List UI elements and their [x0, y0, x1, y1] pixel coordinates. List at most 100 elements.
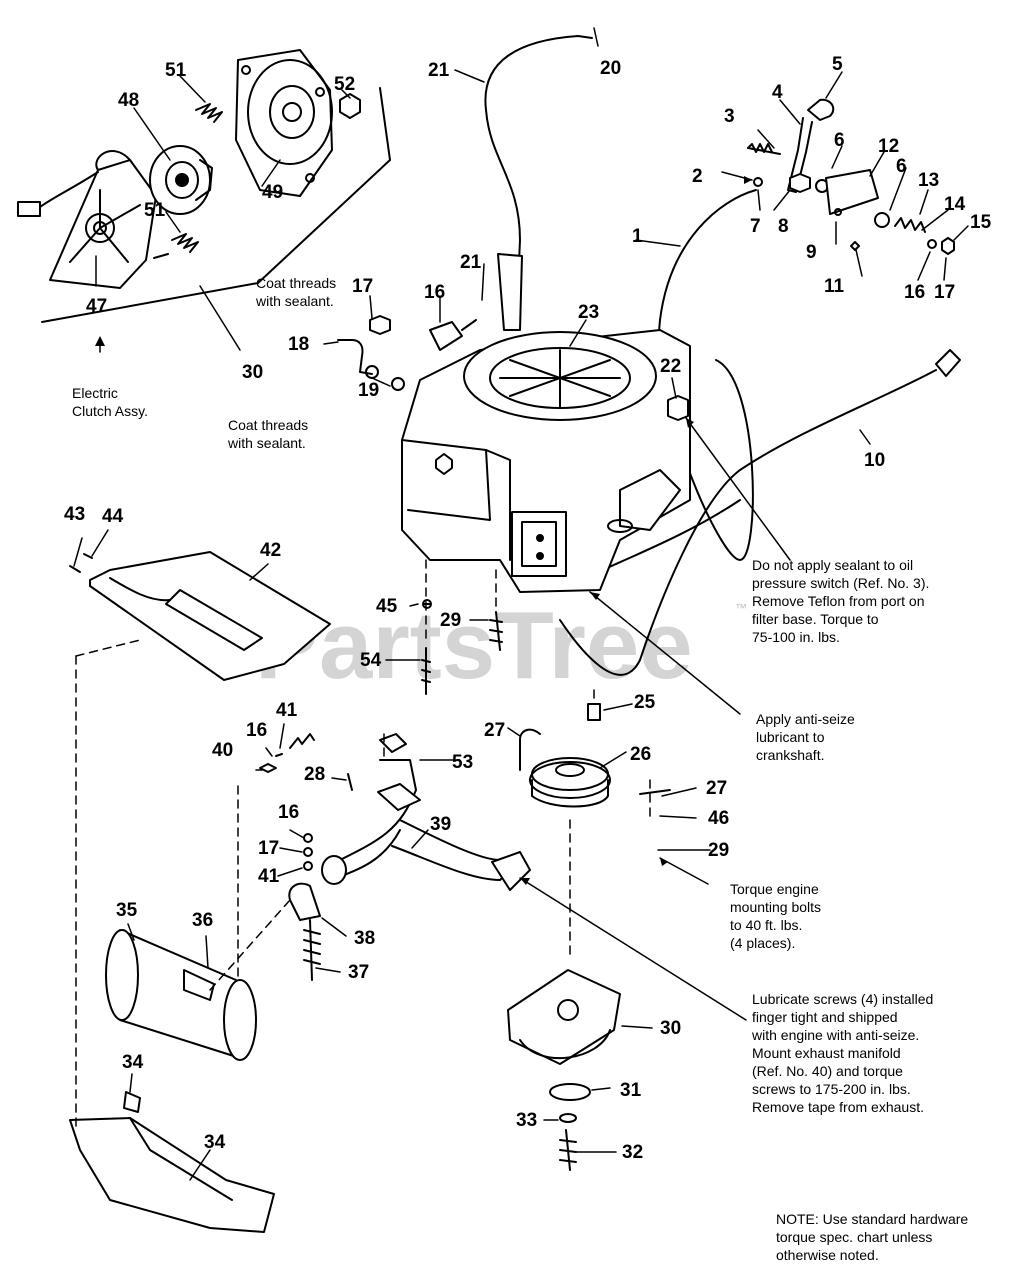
callout-27b: 27 [706, 778, 727, 799]
callout-42: 41 [276, 700, 298, 721]
cables-drawing [484, 35, 961, 676]
callout-39: 38 [354, 928, 375, 949]
callout-11: 11 [824, 276, 845, 297]
callout-41a: 40 [212, 740, 233, 761]
callout-26: 26 [630, 744, 651, 765]
note-lube-5: (Ref. No. 40) and torque [752, 1063, 903, 1079]
callout-51b: 51 [144, 200, 166, 221]
callout-49: 48 [118, 90, 139, 111]
callout-46: 45 [376, 596, 398, 617]
note-anti-seize-2: lubricant to [756, 729, 825, 745]
callout-16c: 16 [278, 802, 299, 823]
note-lube-6: screws to 175-200 in. lbs. [752, 1081, 911, 1097]
note-hardware-1: NOTE: Use standard hardware [776, 1211, 968, 1227]
callout-18: 17 [352, 276, 373, 297]
callout-40: 39 [430, 814, 451, 835]
callout-22: 22 [660, 356, 681, 377]
leader-lines [73, 27, 969, 1181]
note-coat-threads-2a: Coat threads [228, 417, 308, 433]
callout-7: 7 [750, 216, 761, 237]
callout-6a: 6 [834, 130, 845, 151]
note-electric-clutch-1: Electric [72, 385, 118, 401]
callout-21a: 20 [600, 58, 621, 79]
watermark-tm: ™ [735, 601, 747, 615]
callout-9: 9 [806, 242, 817, 263]
throttle-control-drawing [747, 98, 955, 255]
callout-37: 36 [192, 910, 213, 931]
electric-clutch-assembly-drawing [17, 49, 391, 323]
callout-30b: 30 [660, 1018, 681, 1039]
callout-44: 43 [64, 504, 85, 525]
note-coat-threads-2b: with sealant. [227, 435, 306, 451]
note-oil-5: 75-100 in. lbs. [752, 629, 840, 645]
callout-5: 5 [832, 54, 843, 75]
callout-25: 25 [634, 692, 656, 713]
callout-13: 13 [918, 170, 939, 191]
callout-14: 14 [944, 194, 966, 215]
note-oil-4: filter base. Torque to [752, 611, 879, 627]
watermark-text: PartsTree [255, 592, 693, 699]
callout-36: 35 [116, 900, 138, 921]
callout-54: 16 [424, 282, 445, 303]
note-torque-2: mounting bolts [730, 899, 821, 915]
callout-16a: 16 [904, 282, 925, 303]
oil-drain-drawing [337, 315, 477, 391]
note-lube-1: Lubricate screws (4) installed [752, 991, 933, 1007]
note-oil-1: Do not apply sealant to oil [752, 557, 913, 573]
callout-15: 15 [970, 212, 992, 233]
note-torque-1: Torque engine [730, 881, 819, 897]
note-oil-2: pressure switch (Ref. No. 3). [752, 575, 929, 591]
arrowheads [95, 176, 752, 885]
note-electric-clutch-2: Clutch Assy. [72, 403, 148, 419]
callout-10: 10 [864, 450, 885, 471]
note-hardware-3: otherwise noted. [776, 1247, 879, 1263]
note-lube-3: with engine with anti-seize. [751, 1027, 919, 1043]
callout-29a: 29 [440, 610, 461, 631]
callout-52: 53 [452, 752, 473, 773]
callout-17a: 17 [934, 282, 955, 303]
note-torque-4: (4 places). [730, 935, 795, 951]
callout-53: 54 [360, 650, 382, 671]
callout-47: 46 [708, 808, 729, 829]
callout-51a: 51 [165, 60, 187, 81]
note-lube-7: Remove tape from exhaust. [752, 1099, 924, 1115]
callout-24: 23 [578, 302, 599, 323]
note-anti-seize-1: Apply anti-seize [756, 711, 855, 727]
callout-32: 32 [622, 1142, 643, 1163]
callout-41b: 41 [258, 866, 280, 887]
heat-shield-drawing [69, 1091, 275, 1233]
callout-4: 4 [772, 82, 783, 103]
exhaust-drawing [105, 733, 531, 1061]
dashed-guides [75, 559, 651, 1131]
callout-17b: 17 [258, 838, 279, 859]
note-anti-seize-3: crankshaft. [756, 747, 824, 763]
callout-31: 31 [620, 1080, 642, 1101]
callout-35: 34 [122, 1052, 144, 1073]
callout-1: 1 [632, 226, 643, 247]
bolts-drawing [259, 599, 503, 871]
callout-21b: 21 [460, 252, 482, 273]
note-lube-4: Mount exhaust manifold [752, 1045, 901, 1061]
callout-50: 49 [262, 182, 283, 203]
callout-38: 37 [348, 962, 369, 983]
note-hardware-2: torque spec. chart unless [776, 1229, 932, 1245]
callout-34: 34 [204, 1132, 226, 1153]
callout-33: 33 [516, 1110, 537, 1131]
note-coat-threads-1b: with sealant. [255, 293, 334, 309]
engine-drawing [401, 329, 691, 593]
callout-48: 47 [86, 296, 107, 317]
callout-16b: 16 [246, 720, 267, 741]
callout-2: 2 [692, 166, 703, 187]
callout-30a: 30 [242, 362, 263, 383]
callout-numbers: 51 48 51 52 49 47 30 21 20 21 16 17 18 1… [64, 54, 992, 1163]
callout-8: 8 [778, 216, 789, 237]
callout-12: 12 [878, 136, 899, 157]
callout-43: 42 [260, 540, 281, 561]
callout-23: 21 [428, 60, 450, 81]
callout-45: 44 [102, 506, 124, 527]
note-lube-2: finger tight and shipped [752, 1009, 898, 1025]
notes: Electric Clutch Assy. Coat threads with … [72, 275, 968, 1263]
shield-drawing [69, 551, 331, 681]
callout-29b: 29 [708, 840, 729, 861]
